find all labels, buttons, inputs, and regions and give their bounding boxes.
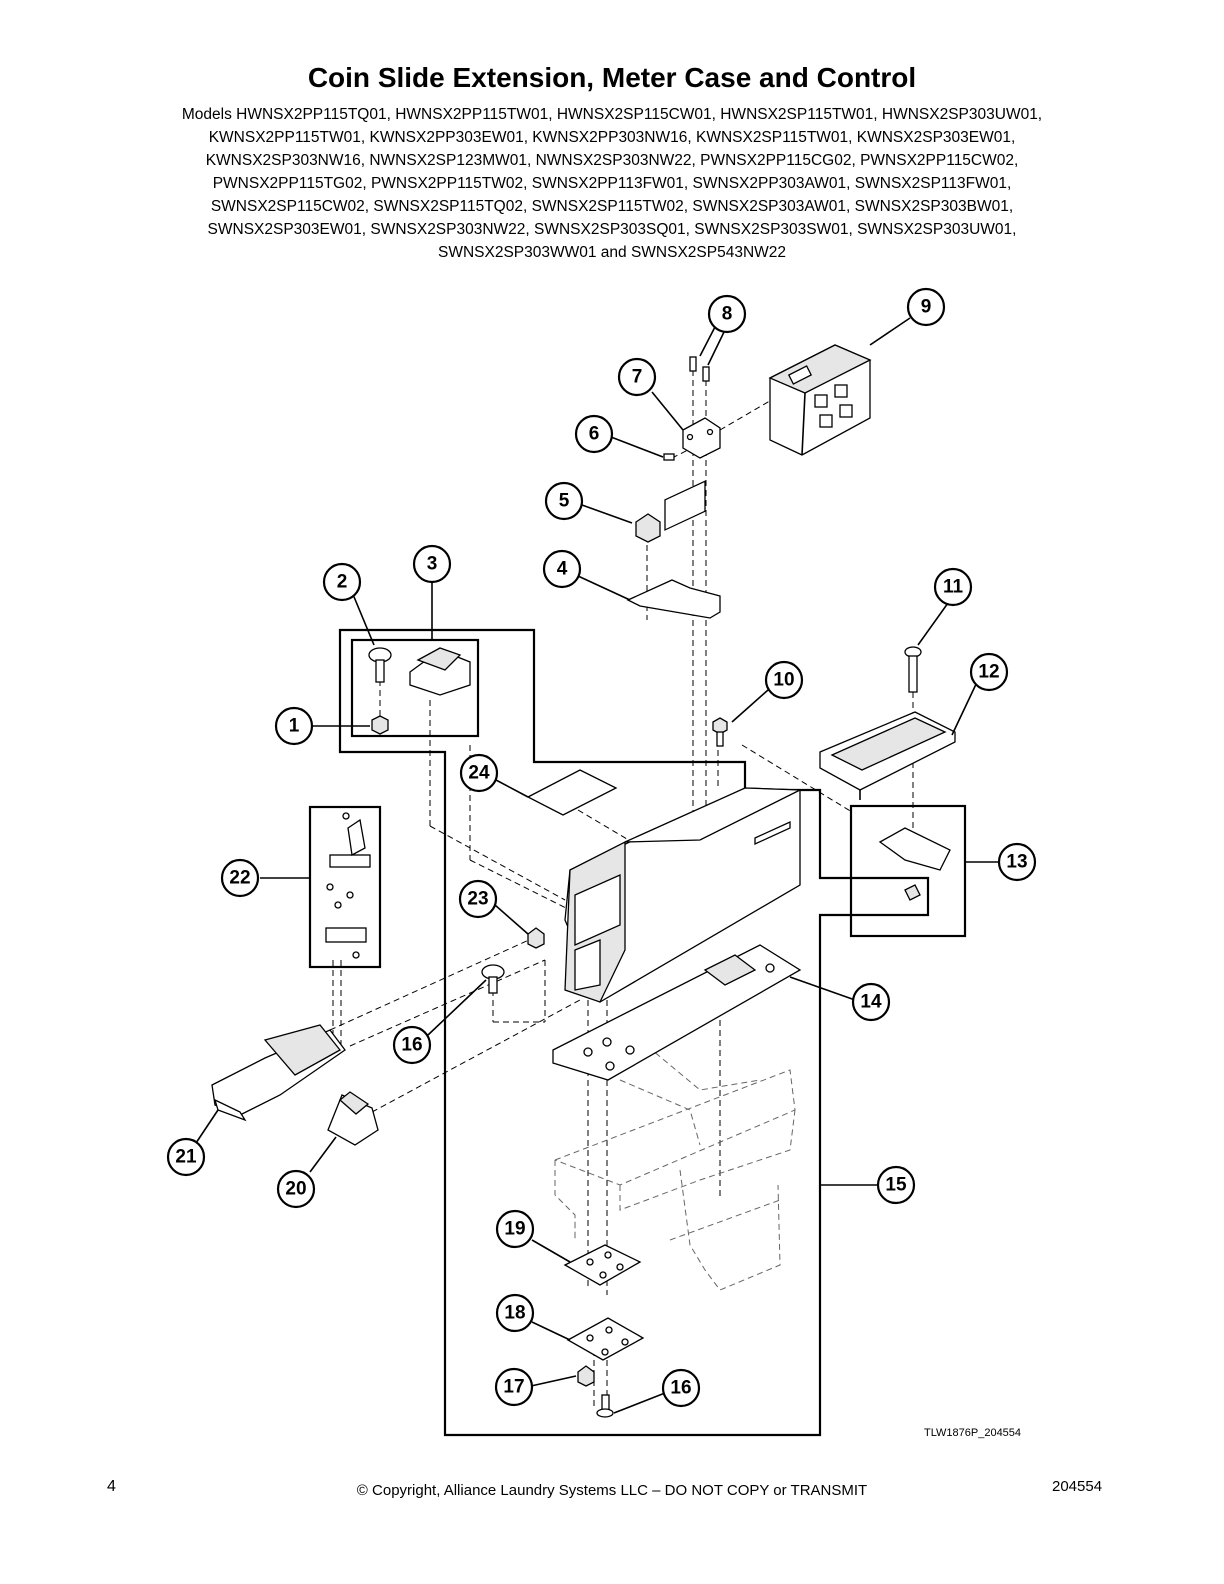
svg-text:9: 9 xyxy=(921,297,932,318)
bolt-10 xyxy=(712,717,728,747)
callout-11: 11 xyxy=(933,567,973,607)
callout-24: 24 xyxy=(459,753,499,793)
nut-17 xyxy=(577,1365,595,1387)
svg-text:6: 6 xyxy=(589,424,600,445)
plate-19 xyxy=(563,1244,642,1286)
group-box-22 xyxy=(308,805,382,969)
model-line: KWNSX2PP115TW01, KWNSX2PP303EW01, KWNSX2… xyxy=(208,129,1016,146)
callout-22: 22 xyxy=(220,858,260,898)
svg-text:24: 24 xyxy=(468,763,490,784)
svg-text:12: 12 xyxy=(978,662,999,683)
svg-text:16: 16 xyxy=(401,1035,422,1056)
svg-text:20: 20 xyxy=(285,1179,306,1200)
svg-text:7: 7 xyxy=(632,367,643,388)
model-line: Models HWNSX2PP115TQ01, HWNSX2PP115TW01,… xyxy=(181,106,1043,123)
svg-text:21: 21 xyxy=(175,1147,197,1168)
screw-11 xyxy=(904,646,922,693)
svg-text:10: 10 xyxy=(773,670,794,691)
model-line: SWNSX2SP115CW02, SWNSX2SP115TQ02, SWNSX2… xyxy=(210,198,1014,215)
callout-21: 21 xyxy=(166,1137,206,1177)
machine-top-phantom xyxy=(554,1039,796,1291)
svg-text:19: 19 xyxy=(504,1219,525,1240)
switch-plate xyxy=(626,579,721,619)
page-number: 4 xyxy=(107,1478,116,1495)
svg-text:8: 8 xyxy=(722,304,733,325)
model-line: SWNSX2SP303WW01 and SWNSX2SP543NW22 xyxy=(437,244,787,261)
lock-assembly-13 xyxy=(878,827,951,901)
switch xyxy=(635,513,661,543)
control-bracket xyxy=(682,417,721,459)
svg-text:15: 15 xyxy=(885,1175,907,1196)
coin-mech-hardware-22 xyxy=(325,812,371,959)
carriage-bolt-16 xyxy=(481,964,505,994)
callout-12: 12 xyxy=(969,652,1009,692)
label-24 xyxy=(526,769,618,816)
model-line: SWNSX2SP303EW01, SWNSX2SP303NW22, SWNSX2… xyxy=(207,221,1017,238)
callout-13: 13 xyxy=(997,842,1037,882)
lock-bracket-3 xyxy=(409,647,471,696)
callout-6: 6 xyxy=(574,414,614,454)
svg-text:5: 5 xyxy=(559,491,570,512)
screw-6 xyxy=(663,453,675,461)
callout-10: 10 xyxy=(764,660,804,700)
plate-18 xyxy=(566,1317,645,1361)
nut-1 xyxy=(371,715,389,735)
meter-case xyxy=(564,480,801,1003)
callout-2: 2 xyxy=(322,562,362,602)
callout-18: 18 xyxy=(495,1293,535,1333)
svg-text:22: 22 xyxy=(229,868,250,889)
bolt-16-lower xyxy=(596,1394,614,1418)
group-box-13 xyxy=(849,804,967,938)
coin-slide-bracket-20 xyxy=(327,1091,379,1146)
callout-14: 14 xyxy=(851,982,891,1022)
callout-8: 8 xyxy=(707,294,747,334)
electronic-control xyxy=(768,344,872,456)
callout-3: 3 xyxy=(412,544,452,584)
svg-text:3: 3 xyxy=(427,554,438,575)
copyright-notice: © Copyright, Alliance Laundry Systems LL… xyxy=(356,1482,868,1499)
svg-text:1: 1 xyxy=(289,716,300,737)
callout-9: 9 xyxy=(906,287,946,327)
callout-16: 16 xyxy=(392,1025,432,1065)
svg-text:16: 16 xyxy=(670,1378,691,1399)
callout-1: 1 xyxy=(274,706,314,746)
callout-16-lower: 16 xyxy=(661,1368,701,1408)
callout-19: 19 xyxy=(495,1209,535,1249)
svg-text:18: 18 xyxy=(504,1303,525,1324)
svg-text:17: 17 xyxy=(503,1377,524,1398)
svg-text:11: 11 xyxy=(943,577,964,598)
callout-7: 7 xyxy=(617,357,657,397)
svg-text:4: 4 xyxy=(557,559,568,580)
callout-5: 5 xyxy=(544,481,584,521)
callout-4: 4 xyxy=(542,549,582,589)
meter-case-lid xyxy=(819,711,956,800)
model-line: PWNSX2PP115TG02, PWNSX2PP115TW02, SWNSX2… xyxy=(212,175,1012,192)
document-number: 204554 xyxy=(1052,1478,1103,1495)
meter-case-outline xyxy=(338,628,930,1437)
model-list: Models HWNSX2PP115TQ01, HWNSX2PP115TW01,… xyxy=(100,103,1124,264)
callout-17: 17 xyxy=(494,1367,534,1407)
screws-8 xyxy=(689,356,710,382)
svg-text:23: 23 xyxy=(467,889,488,910)
page-title: Coin Slide Extension, Meter Case and Con… xyxy=(307,62,917,93)
callout-23: 23 xyxy=(458,879,498,919)
callout-20: 20 xyxy=(276,1169,316,1209)
model-line: KWNSX2SP303NW16, NWNSX2SP123MW01, NWNSX2… xyxy=(205,152,1019,169)
coin-slide-21 xyxy=(211,1024,346,1122)
mounting-plate-14 xyxy=(552,944,802,1081)
nut-23 xyxy=(527,927,545,949)
figure-reference: TLW1876P_204554 xyxy=(924,1427,1022,1439)
svg-text:13: 13 xyxy=(1006,852,1027,873)
group-box-3 xyxy=(350,638,480,738)
callout-leaders xyxy=(195,317,998,1414)
carriage-bolt-2 xyxy=(368,647,392,683)
svg-text:14: 14 xyxy=(860,992,882,1013)
svg-text:2: 2 xyxy=(337,572,348,593)
callout-15: 15 xyxy=(876,1165,916,1205)
